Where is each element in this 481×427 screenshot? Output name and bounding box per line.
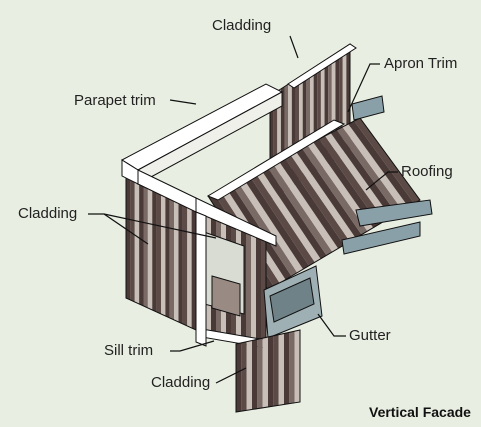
leader-cladding-left-2 <box>103 213 217 239</box>
roofing-panels-rib <box>295 148 362 239</box>
front-wall-cladding-rib <box>246 229 251 338</box>
label-sill-trim: Sill trim <box>104 342 154 359</box>
left-wall-cladding-rib <box>139 178 144 306</box>
front-wall-cladding-rib <box>251 231 256 339</box>
left-wall-cladding <box>125 171 197 331</box>
roofing-panels-rib <box>313 139 380 228</box>
roofing-panels-rib <box>272 160 339 252</box>
roofing-panels-rib <box>330 130 397 218</box>
roofing-panels-rib <box>237 178 304 273</box>
left-wall-cladding-rib <box>156 187 161 314</box>
leader-roofing <box>365 171 398 191</box>
left-wall-cladding-rib <box>174 196 179 322</box>
left-wall-cladding-rib <box>165 192 170 318</box>
front-wall-cladding-rib <box>256 233 261 340</box>
roofing-panels-rib <box>243 175 309 270</box>
roofing-panels-rib <box>348 121 415 207</box>
roofing-panels-rib <box>324 133 391 221</box>
left-wall-cladding-rib <box>161 190 166 316</box>
label-roofing: Roofing <box>401 163 453 180</box>
lower-cladding-rib <box>268 335 274 407</box>
leader-sill-trim <box>170 340 215 352</box>
diagram-title: Vertical Facade <box>369 404 471 420</box>
roofing-panels-rib <box>354 118 420 204</box>
label-gutter: Gutter <box>349 327 391 344</box>
left-wall-cladding-rib <box>130 174 135 302</box>
steel-beam-front <box>355 199 433 227</box>
steel-beam-back <box>351 95 385 121</box>
lower-cladding-rib <box>289 331 295 404</box>
back-wall-cap <box>287 43 357 89</box>
roofing-panels-rib <box>307 142 374 232</box>
lower-cladding <box>235 329 301 413</box>
left-wall-cladding-rib <box>169 194 175 320</box>
lower-cladding-rib <box>284 332 290 405</box>
roofing-panels-rib <box>254 169 321 263</box>
left-wall-cladding-rib <box>187 203 192 328</box>
roofing-panels-rib <box>231 181 298 277</box>
roofing-panels-rib <box>266 163 333 256</box>
label-cladding-top: Cladding <box>212 17 272 34</box>
left-wall-cladding-rib <box>143 181 148 308</box>
window-sill-panel <box>211 275 241 317</box>
roofing-panels-rib <box>336 127 403 214</box>
lower-cladding-rib <box>236 342 242 412</box>
left-wall-cladding-rib <box>191 205 196 330</box>
apron-trim-strip <box>206 119 346 201</box>
lower-cladding-rib <box>294 330 300 403</box>
steel-beam-lower <box>341 221 421 255</box>
roofing-panels-rib <box>342 124 409 211</box>
roofing-panels-rib <box>248 172 315 266</box>
leader-gutter <box>317 313 346 337</box>
leader-apron-trim <box>347 63 380 113</box>
left-wall-cladding-rib <box>147 183 153 310</box>
leader-cladding-bottom <box>215 367 247 384</box>
roofing-panels-rib <box>284 154 350 245</box>
roofing-panels-rib <box>289 151 356 242</box>
roofing-panels-rib <box>301 145 368 235</box>
left-wall-cladding-rib <box>178 199 183 324</box>
label-parapet-trim: Parapet trim <box>74 92 156 109</box>
roofing-panels-rib <box>278 157 344 249</box>
left-wall-cladding-rib <box>126 172 131 300</box>
lower-cladding-rib <box>252 339 258 410</box>
left-wall-cladding-rib <box>134 176 140 304</box>
lower-cladding-rib <box>273 334 279 407</box>
roofing-panels-rib <box>319 136 385 225</box>
lower-cladding-rib <box>257 338 263 409</box>
label-cladding-bottom: Cladding <box>151 374 211 391</box>
lower-cladding-outline <box>235 329 301 413</box>
corner-column <box>195 211 207 347</box>
label-cladding-left: Cladding <box>18 205 78 222</box>
lower-cladding-rib <box>278 333 284 406</box>
front-wall-cladding-rib <box>261 235 266 340</box>
leader-cladding-top <box>289 35 299 59</box>
lower-cladding-rib <box>262 337 268 408</box>
roofing-panels-rib <box>260 166 327 259</box>
parapet-trim-front <box>195 197 277 247</box>
lower-cladding-rib <box>241 341 247 412</box>
label-apron-trim: Apron Trim <box>384 55 458 72</box>
lower-cladding-rib <box>246 340 252 411</box>
left-wall-cladding-rib <box>152 185 157 312</box>
left-wall-cladding-rib <box>182 201 188 326</box>
leader-parapet-trim <box>169 99 197 105</box>
gutter-channel <box>269 277 315 323</box>
